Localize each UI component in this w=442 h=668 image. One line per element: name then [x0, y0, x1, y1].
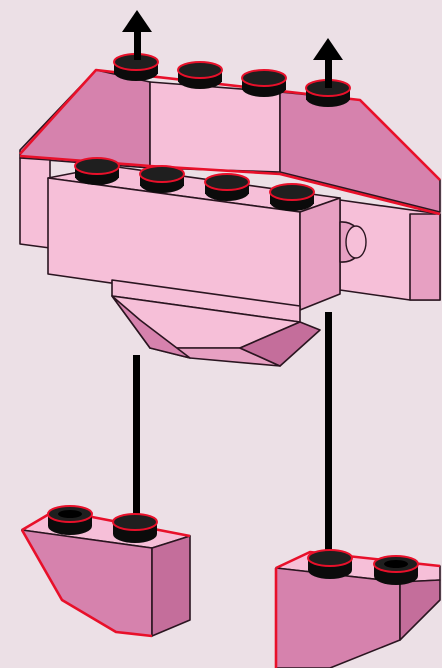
arrow-up-left-icon [122, 10, 152, 60]
left-slope-brick [22, 506, 190, 636]
guide-line-right [325, 312, 332, 552]
guide-line-left [133, 355, 140, 520]
right-slope-brick [276, 550, 440, 668]
center-brick-assembly [48, 158, 366, 366]
